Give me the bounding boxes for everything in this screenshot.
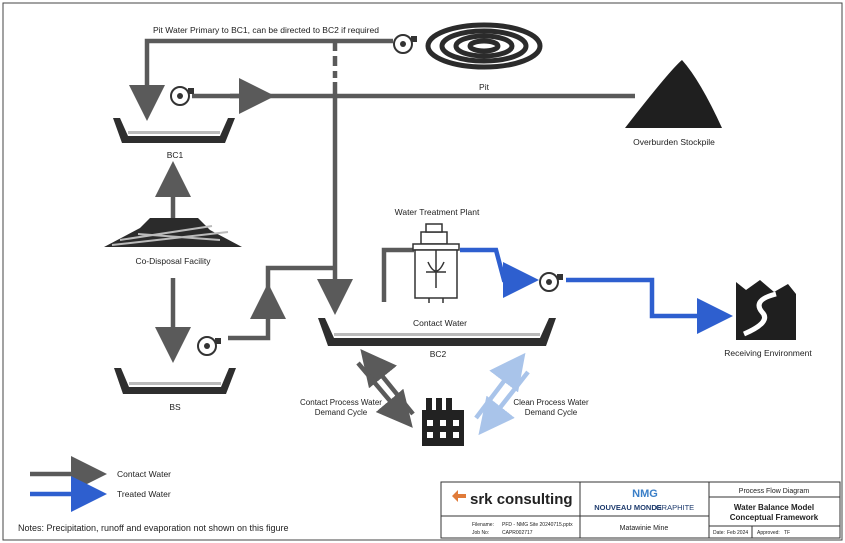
bs-label: BS [169, 402, 181, 412]
legend: Contact Water Treated Water [30, 456, 171, 512]
title-line-1: Water Balance Model [734, 503, 814, 512]
bc1-basin-icon [113, 118, 235, 143]
receiving-environment-icon [736, 280, 796, 340]
srk-logo-text: srk consulting [470, 491, 573, 508]
clean-water-flows [474, 352, 530, 436]
bs-to-bc2-line-2 [265, 265, 335, 298]
date-value: Feb 2024 [727, 530, 748, 536]
contact-water-label: Contact Water [413, 318, 467, 328]
clean-cycle-arrow-down [478, 370, 530, 436]
pump-to-receiving-line [566, 277, 733, 334]
nmg-logo: NMG NOUVEAU MONDE GRAPHITE [594, 488, 694, 512]
bc1-label: BC1 [167, 150, 184, 160]
title-line-2: Conceptual Framework [730, 513, 819, 522]
nmg-suffix: GRAPHITE [656, 503, 694, 512]
contact-cycle-label-2: Demand Cycle [315, 408, 368, 417]
wtp-to-pump-line [460, 247, 539, 298]
pump-icon [393, 34, 417, 54]
srk-arrow-icon [452, 490, 466, 502]
bc2-to-wtp-line [381, 247, 414, 302]
pit-to-bc1-line [129, 38, 393, 121]
notes-text: Notes: Precipitation, runoff and evapora… [18, 523, 289, 533]
jobno-value: CAPR002717 [502, 530, 533, 536]
bs-basin-icon [114, 368, 236, 394]
bc2-basin-icon [318, 318, 556, 346]
contact-water-flows [129, 38, 635, 428]
approved-value: TF [784, 530, 790, 536]
site-name: Matawinie Mine [620, 525, 669, 532]
legend-contact-label: Contact Water [117, 469, 171, 479]
codisposal-label: Co-Disposal Facility [135, 256, 211, 266]
contact-cycle-label-1: Contact Process Water [300, 398, 382, 407]
clean-cycle-label-2: Demand Cycle [525, 408, 578, 417]
title-block [440, 481, 841, 539]
filename-value: PFD - NMG Site 20240715.pptx [502, 522, 573, 528]
overburden-label: Overburden Stockpile [633, 137, 715, 147]
pit-label: Pit [479, 82, 490, 92]
factory-icon [422, 398, 464, 446]
bs-to-bc2-line [228, 283, 286, 341]
pump-icon [197, 336, 221, 356]
srk-logo: srk consulting [452, 490, 573, 508]
clean-cycle-label-1: Clean Process Water [513, 398, 589, 407]
water-treatment-plant-icon [412, 223, 460, 303]
date-label: Date: [713, 530, 725, 536]
wtp-label: Water Treatment Plant [395, 207, 480, 217]
filename-label: Filename: [472, 522, 494, 528]
treated-water-flows [460, 247, 733, 334]
receiving-label: Receiving Environment [724, 348, 812, 358]
pump-icon [539, 272, 563, 292]
jobno-label: Job No: [472, 530, 489, 536]
pump-icon [170, 86, 194, 106]
overburden-stockpile-icon [625, 60, 722, 128]
nmg-name: NOUVEAU MONDE [594, 503, 662, 512]
contact-cycle-arrow-down [356, 361, 413, 428]
legend-treated-label: Treated Water [117, 489, 171, 499]
pit-water-note: Pit Water Primary to BC1, can be directe… [153, 25, 379, 35]
bc2-label: BC2 [430, 349, 447, 359]
pit-icon [425, 22, 543, 70]
nmg-mark: NMG [632, 488, 658, 500]
diagram-type: Process Flow Diagram [739, 488, 810, 495]
approved-label: Approved: [757, 530, 780, 536]
codisposal-facility-icon [104, 218, 242, 247]
